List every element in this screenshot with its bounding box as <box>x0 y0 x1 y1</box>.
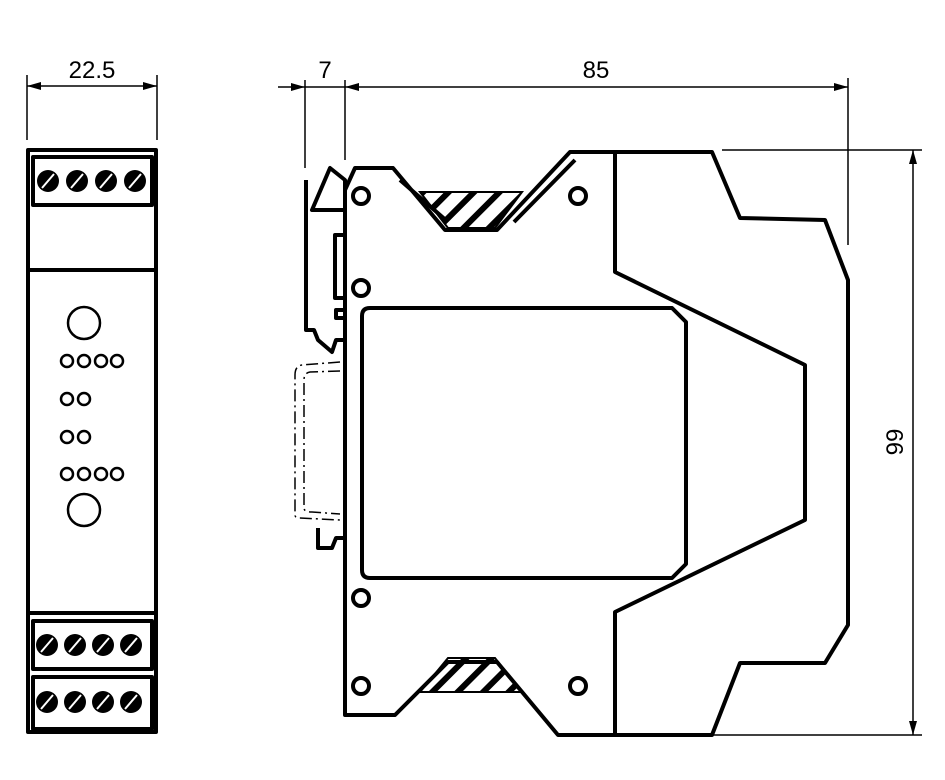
dimension-label-clip: 7 <box>318 57 331 84</box>
side-view: 7 85 99 <box>278 57 922 737</box>
potentiometer-icon <box>66 492 102 528</box>
screw-icon <box>36 634 142 713</box>
din-clip <box>304 166 347 550</box>
dimension-label-width: 22.5 <box>69 57 116 84</box>
potentiometer-icon <box>66 305 102 341</box>
mounting-holes <box>351 186 588 696</box>
front-cover <box>360 306 688 580</box>
dimension-height: 99 <box>560 149 922 736</box>
dimension-label-depth: 85 <box>583 57 610 84</box>
dimension-depth: 7 85 <box>278 57 849 245</box>
dimension-front-width: 22.5 <box>26 57 158 140</box>
terminal-block-top <box>31 155 154 207</box>
housing-front <box>26 148 158 734</box>
dimension-label-height: 99 <box>882 429 909 456</box>
housing-step <box>613 152 807 735</box>
led-indicators <box>59 305 125 528</box>
screw-icon <box>37 170 146 192</box>
housing-side-outline <box>343 150 850 737</box>
front-view: 22.5 <box>26 57 158 734</box>
terminal-block-bottom <box>31 619 154 731</box>
din-rail <box>294 361 341 521</box>
